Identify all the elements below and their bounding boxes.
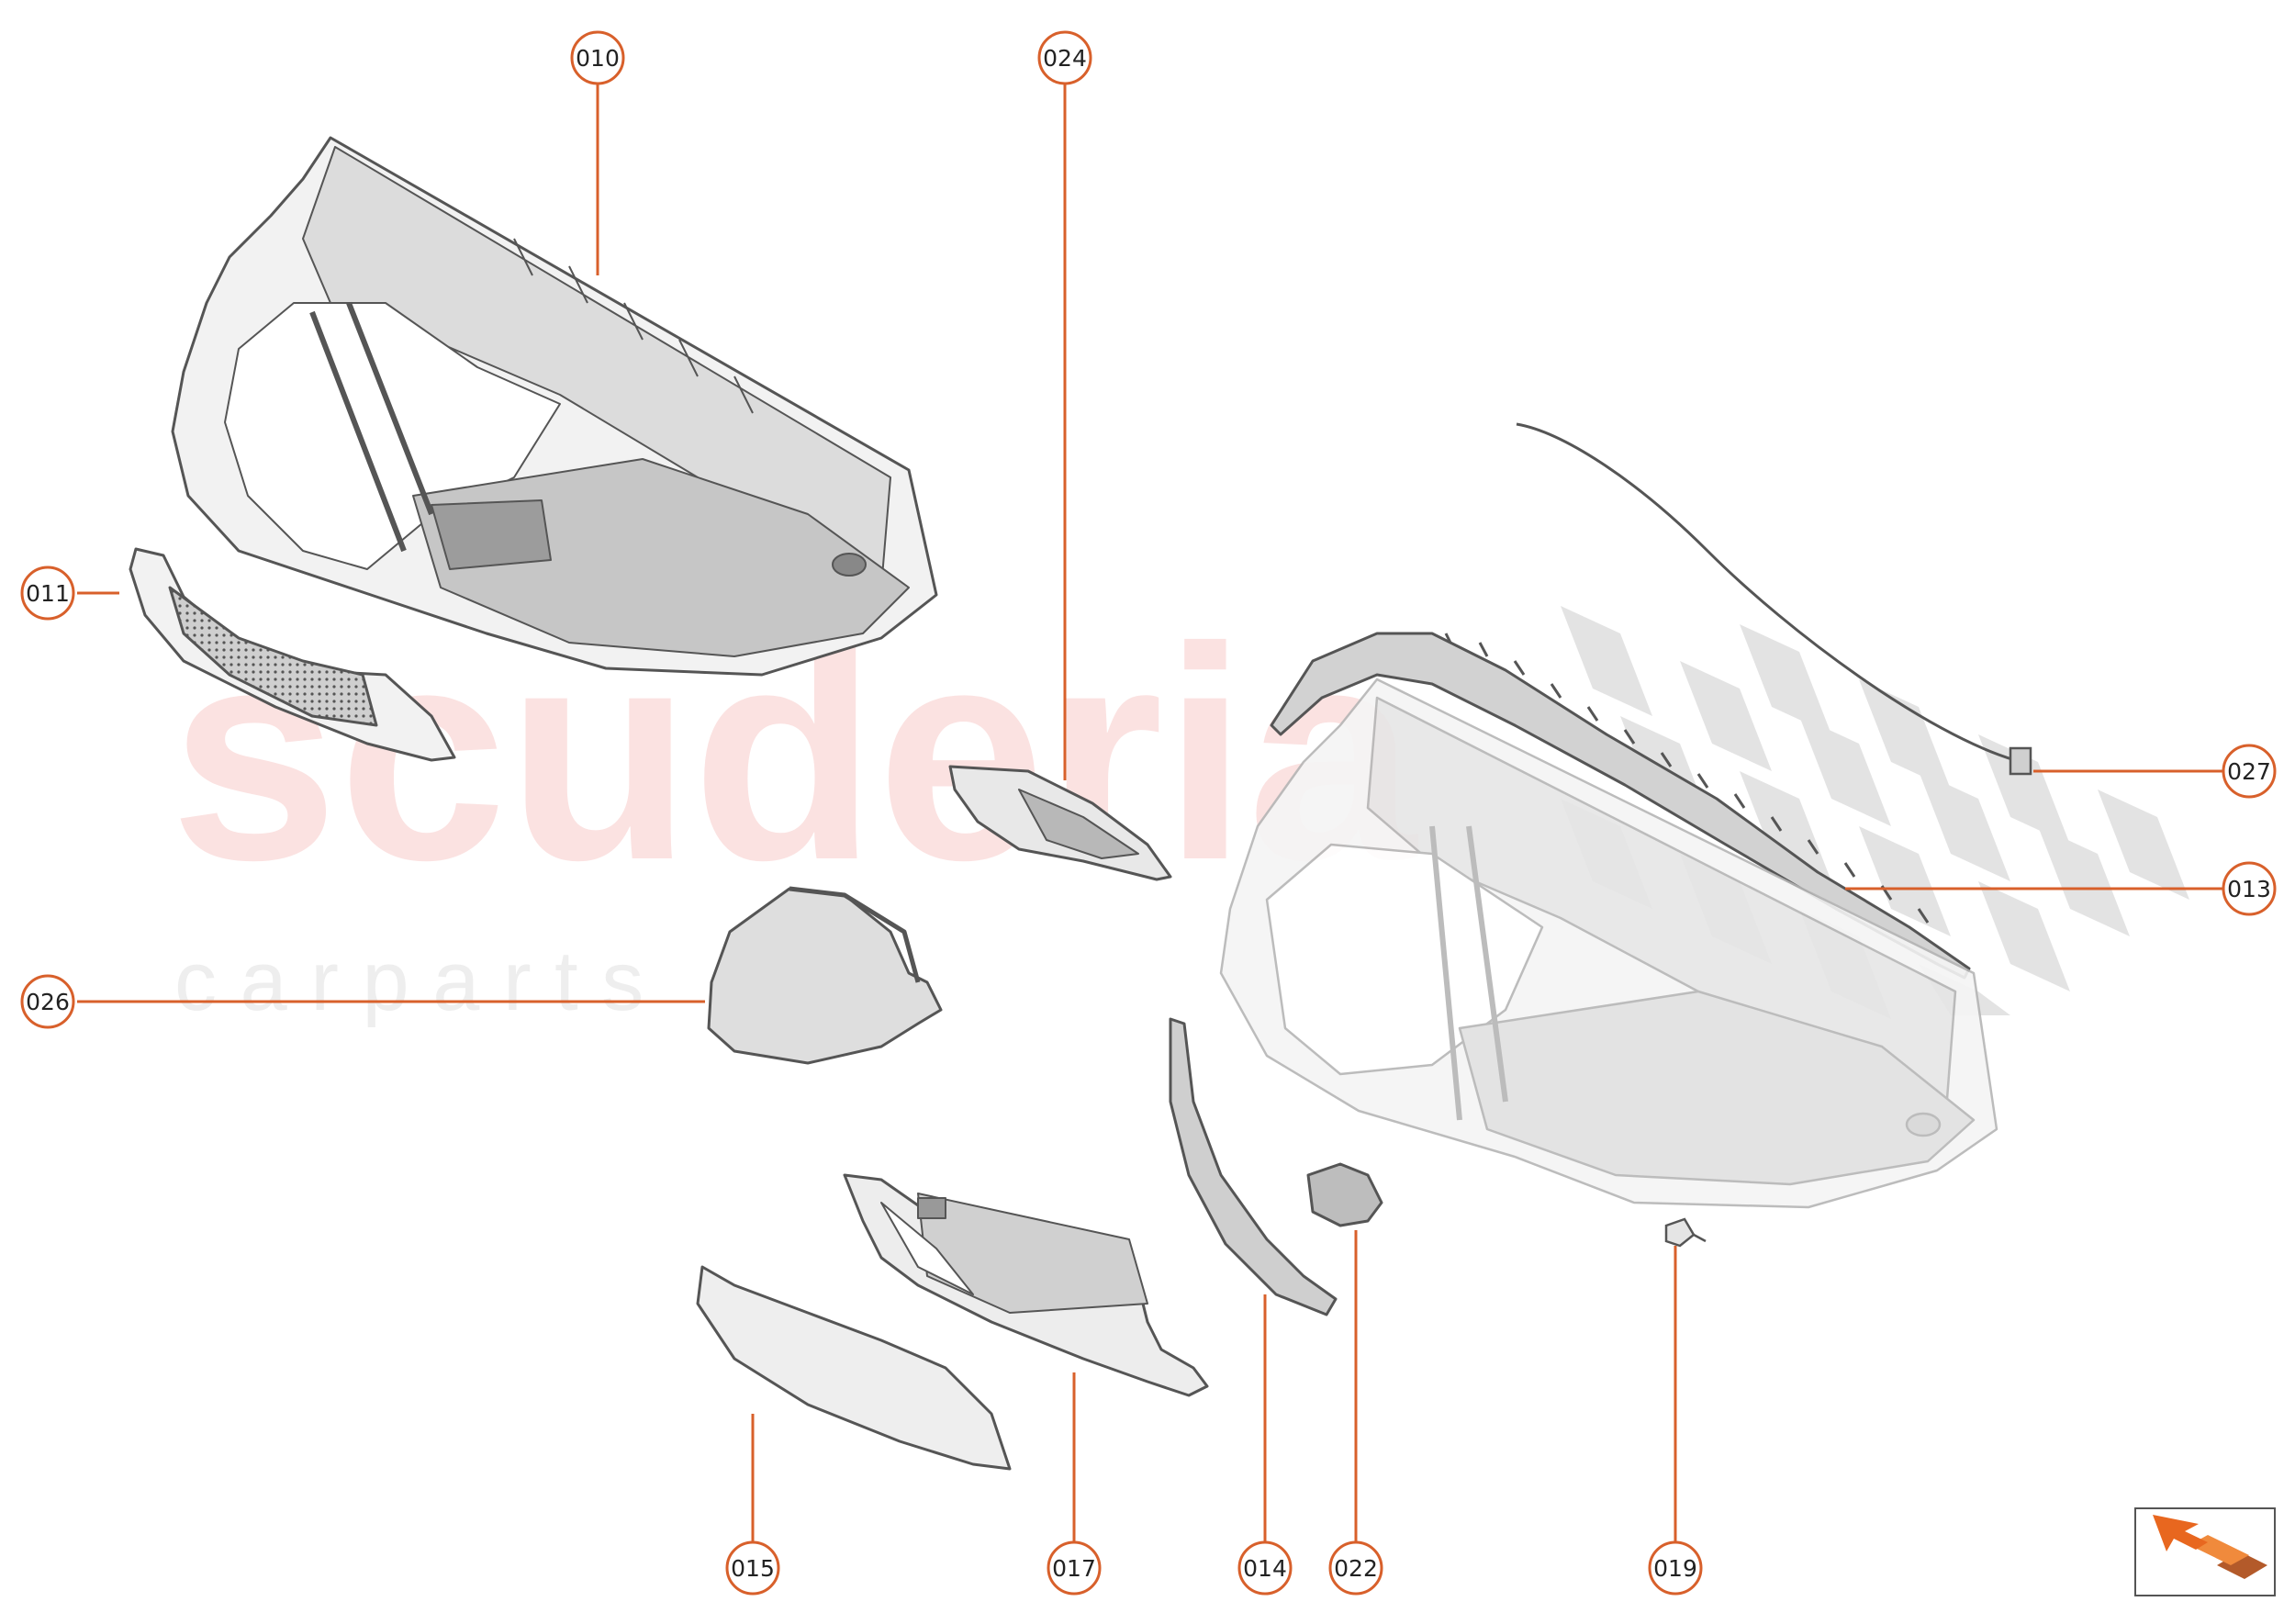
callout-024-label: 024 <box>1043 45 1087 72</box>
callout-010[interactable]: 010 <box>570 30 625 85</box>
part-027-cable-with-connector <box>1516 422 2032 776</box>
ghost-assembly-reference <box>1219 678 1998 1209</box>
callout-022-label: 022 <box>1334 1555 1378 1582</box>
callout-026[interactable]: 026 <box>20 974 75 1029</box>
part-014-trim-strip <box>1169 1017 1338 1316</box>
part-015-lower-trim-strip <box>696 1265 1012 1471</box>
callout-017-label: 017 <box>1052 1555 1096 1582</box>
callout-019[interactable]: 019 <box>1648 1540 1703 1596</box>
part-024-trim-insert <box>948 765 1172 881</box>
callout-027-label: 027 <box>2227 758 2271 785</box>
callout-019-label: 019 <box>1653 1555 1697 1582</box>
orientation-nav-button[interactable] <box>2134 1507 2276 1596</box>
part-019-clip <box>1664 1217 1707 1248</box>
orange-arrow-icon <box>2153 1515 2267 1579</box>
watermark-subtitle: c a r p a r t s <box>174 935 644 1028</box>
callout-013[interactable]: 013 <box>2222 861 2277 916</box>
part-026-trim-cover <box>707 886 943 1065</box>
callout-027[interactable]: 027 <box>2222 744 2277 799</box>
part-011-lower-trim-with-speaker-grille <box>129 547 456 762</box>
callout-014[interactable]: 014 <box>1237 1540 1293 1596</box>
callout-015-label: 015 <box>731 1555 775 1582</box>
part-017-handle-carrier <box>843 1173 1209 1397</box>
callout-011-label: 011 <box>26 580 70 607</box>
callout-013-label: 013 <box>2227 876 2271 902</box>
part-010-door-trim-panel <box>171 136 938 677</box>
callout-011[interactable]: 011 <box>20 566 75 621</box>
part-022-clip-cover <box>1306 1162 1383 1227</box>
callout-022[interactable]: 022 <box>1328 1540 1383 1596</box>
callout-010-label: 010 <box>576 45 620 72</box>
callout-017[interactable]: 017 <box>1047 1540 1102 1596</box>
callout-015[interactable]: 015 <box>725 1540 780 1596</box>
callout-014-label: 014 <box>1243 1555 1287 1582</box>
callout-024[interactable]: 024 <box>1037 30 1092 85</box>
callout-labels: 010 024 011 027 013 026 015 017 <box>20 30 2277 1596</box>
callout-026-label: 026 <box>26 989 70 1015</box>
callout-leader-lines <box>77 83 2223 1542</box>
